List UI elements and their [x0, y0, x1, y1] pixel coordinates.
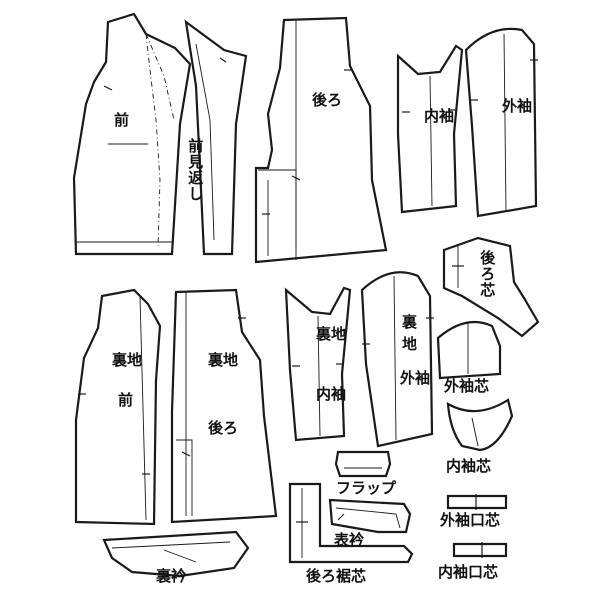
piece-upper-collar	[328, 498, 412, 534]
label-lining-inner-sleeve-1: 裏地	[316, 325, 347, 343]
piece-inner-sleeve-interfacing	[446, 398, 514, 452]
label-outer-sleeve: 外袖	[502, 97, 533, 115]
piece-lining-inner-sleeve	[284, 286, 352, 442]
label-front: 前	[114, 111, 130, 129]
piece-inner-cuff-interfacing	[452, 542, 508, 558]
label-front-facing: 前見返し	[186, 138, 205, 202]
piece-outer-sleeve	[464, 27, 538, 218]
label-inner-sleeve-interfacing: 内袖芯	[446, 457, 492, 475]
label-lining-outer-sleeve-2: 地	[402, 335, 418, 353]
label-lining-outer-sleeve-1: 裏	[402, 313, 418, 331]
piece-lining-front	[74, 288, 162, 526]
label-flap: フラップ	[336, 479, 397, 497]
label-back: 後ろ	[312, 91, 343, 109]
label-outer-cuff-interfacing: 外袖口芯	[440, 511, 501, 529]
piece-outer-cuff-interfacing	[446, 494, 508, 510]
label-inner-sleeve: 内袖	[424, 107, 455, 125]
piece-lining-back	[170, 288, 278, 524]
label-lining-back-1: 裏地	[208, 351, 239, 369]
label-under-collar: 裏衿	[156, 567, 187, 585]
label-lining-outer-sleeve-3: 外袖	[400, 369, 431, 387]
label-lining-back-2: 後ろ	[208, 419, 239, 437]
piece-front	[72, 12, 192, 256]
label-back-hem-interfacing: 後ろ裾芯	[306, 567, 367, 585]
piece-under-collar	[102, 530, 250, 578]
label-back-interfacing: 後ろ芯	[478, 250, 497, 298]
piece-outer-sleeve-interfacing	[436, 320, 502, 380]
piece-front-facing	[184, 19, 248, 256]
piece-flap	[334, 450, 392, 478]
piece-back-interfacing	[442, 236, 540, 338]
piece-back-hem-interfacing	[288, 482, 414, 564]
piece-lining-outer-sleeve	[360, 271, 434, 448]
label-upper-collar: 表衿	[334, 531, 365, 549]
label-inner-cuff-interfacing: 内袖口芯	[438, 563, 499, 581]
piece-inner-sleeve	[396, 44, 464, 214]
label-lining-front-1: 裏地	[112, 351, 143, 369]
label-outer-sleeve-interfacing: 外袖芯	[444, 377, 490, 395]
label-lining-front-2: 前	[118, 391, 134, 409]
label-lining-inner-sleeve-2: 内袖	[316, 385, 347, 403]
piece-back	[254, 16, 388, 264]
